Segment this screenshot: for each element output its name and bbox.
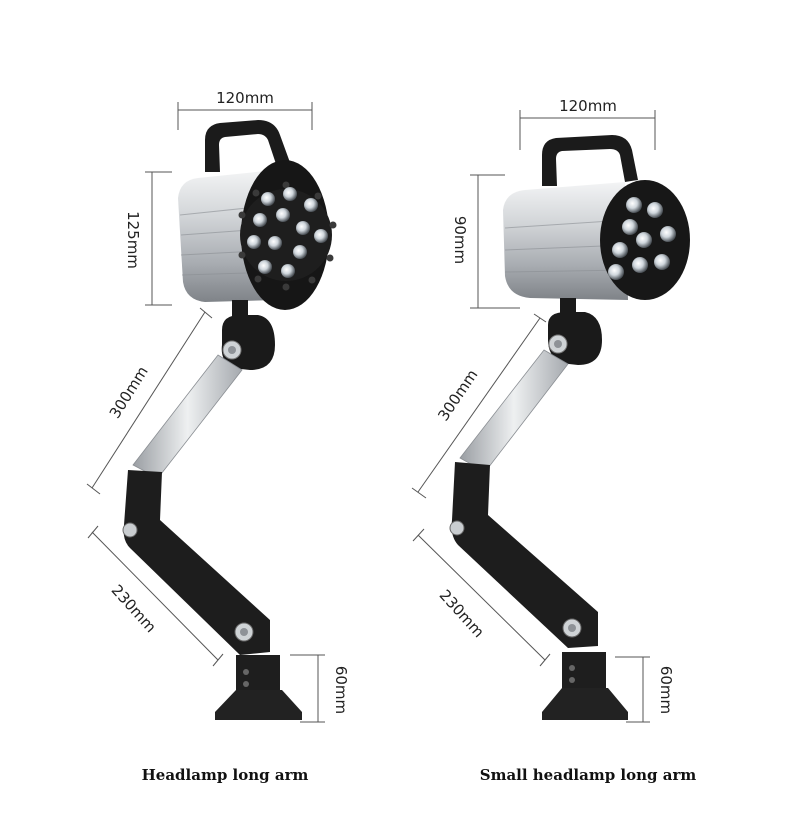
lower-arm-right <box>451 462 598 648</box>
base-label-left: 60mm <box>332 666 350 714</box>
height-label-right: 90mm <box>451 216 469 264</box>
width-label-right: 120mm <box>559 97 617 115</box>
dimension-base-left: 60mm <box>290 654 350 723</box>
arm2-label-left: 230mm <box>108 581 160 636</box>
arm1-label-left: 300mm <box>106 363 152 422</box>
lamp-handle-right <box>542 135 638 186</box>
lower-arm-left <box>123 470 270 655</box>
lamp-handle-left <box>205 120 292 172</box>
dimension-height-left: 125mm <box>124 171 172 306</box>
dimension-base-right: 60mm <box>615 656 675 723</box>
caption-left: Headlamp long arm <box>142 766 309 784</box>
led-array-right <box>608 197 676 280</box>
ring-bolts-left <box>238 181 337 291</box>
led-array-left <box>247 187 328 278</box>
lamp-right: 120mm 90mm <box>411 97 697 784</box>
arm2-label-right: 230mm <box>436 586 488 641</box>
dimension-height-right: 90mm <box>451 174 520 309</box>
base-left <box>215 655 302 720</box>
dimension-width-left: 120mm <box>177 89 313 130</box>
arm1-label-right: 300mm <box>434 366 481 424</box>
dimension-width-right: 120mm <box>519 97 656 150</box>
base-label-right: 60mm <box>657 666 675 714</box>
lamp-left: 120mm 125mm <box>86 89 350 784</box>
base-right <box>542 652 628 720</box>
width-label-left: 120mm <box>216 89 274 107</box>
caption-right: Small headlamp long arm <box>480 766 697 784</box>
height-label-left: 125mm <box>124 211 142 269</box>
upper-arm-right <box>459 349 569 473</box>
